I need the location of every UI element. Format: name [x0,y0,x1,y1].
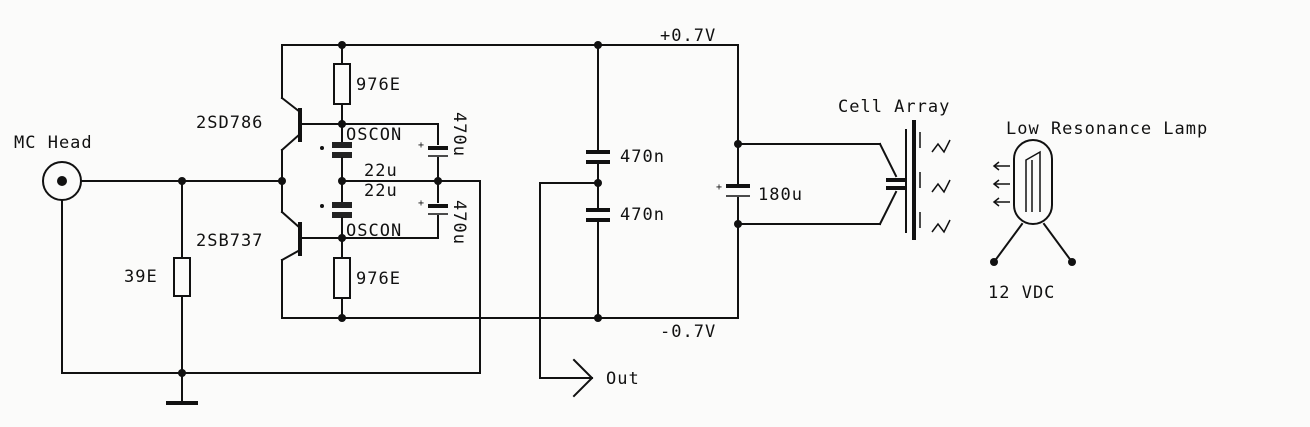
positive-voltage-label: +0.7V [660,26,716,46]
svg-text:+: + [418,198,425,209]
lamp-label: Low Resonance Lamp [1006,119,1208,139]
oscon-top-label: OSCON [346,125,402,145]
mc-head-label: MC Head [14,133,93,153]
svg-text:+: + [418,140,425,151]
output-label: Out [606,369,640,389]
cap-470n-top-label: 470n [620,147,665,167]
resistor-39e-label: 39E [124,267,158,287]
cell-array [737,120,951,240]
cell-array-label: Cell Array [838,97,950,117]
svg-text:+: + [716,182,723,193]
transistor-pnp [280,180,343,262]
transistor-pnp-label: 2SB737 [196,231,263,251]
mc-head-jack [42,161,283,374]
resistor-976e-bottom [333,234,351,319]
ground-symbol [61,372,481,405]
cap-470u-bottom-label: 470u [449,200,469,245]
capacitor-470n-pair [539,44,610,398]
cap-470n-bottom-label: 470n [620,205,665,225]
capacitor-180u: + [716,44,750,319]
resistor-976e-bottom-label: 976E [356,269,401,289]
resistor-976e-top-label: 976E [356,75,401,95]
transistor-npn-label: 2SD786 [196,113,263,133]
cap-22u-bottom-label: 22u [364,181,398,201]
supply-label: 12 VDC [988,283,1055,303]
transistor-npn [278,96,343,185]
cap-470u-top-label: 470u [449,112,469,157]
resistor-976e-top [333,44,351,128]
lamp [990,139,1076,266]
resistor-39e [173,177,191,377]
oscon-capacitor-network: + + [320,123,481,374]
cap-180u-label: 180u [758,185,803,205]
negative-voltage-label: -0.7V [660,322,716,342]
oscon-bottom-label: OSCON [346,221,402,241]
cap-22u-top-label: 22u [364,161,398,181]
